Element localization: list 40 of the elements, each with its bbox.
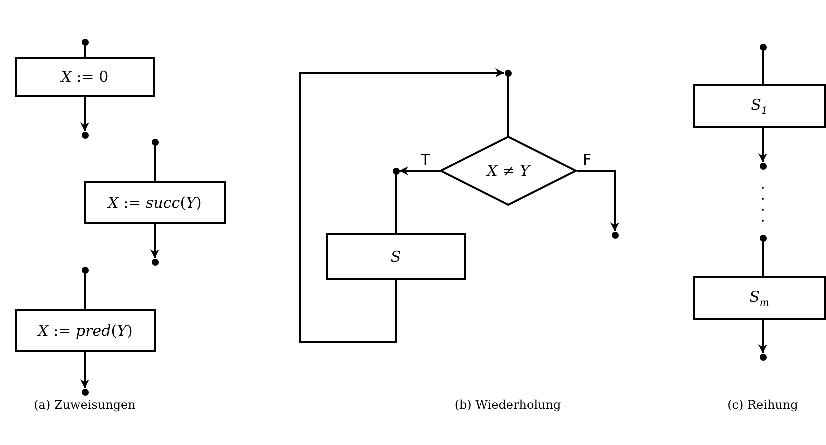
statement-text: X := pred(Y) bbox=[38, 322, 133, 340]
process-box bbox=[326, 233, 466, 280]
process-box bbox=[15, 309, 156, 352]
statement-text: S$_{m}$ bbox=[750, 288, 770, 308]
subfigure-caption: (b) Wiederholung bbox=[454, 398, 562, 412]
process-box bbox=[15, 57, 155, 97]
connector-dot bbox=[82, 388, 88, 396]
connector-dot bbox=[760, 44, 766, 50]
statement-text: X := 0 bbox=[61, 68, 109, 86]
arrow bbox=[577, 170, 620, 232]
arrow bbox=[299, 68, 504, 343]
arrow bbox=[80, 97, 90, 132]
process-box bbox=[693, 276, 826, 320]
process-box bbox=[693, 84, 826, 128]
edge-label: F bbox=[582, 152, 593, 168]
decision-diamond bbox=[440, 136, 577, 206]
arrow bbox=[400, 166, 440, 176]
statement-text: X ≠ Y bbox=[487, 162, 530, 180]
connector-dot bbox=[760, 234, 766, 242]
statement-text: S bbox=[390, 248, 402, 266]
connector-dot bbox=[760, 162, 766, 170]
statement-text: S$_{1}$ bbox=[751, 96, 768, 116]
connector-dot bbox=[152, 138, 158, 146]
connector-dot bbox=[612, 232, 618, 238]
connector-dot bbox=[82, 38, 88, 46]
subfigure-caption: (c) Reihung bbox=[728, 398, 798, 412]
connector-dot bbox=[82, 132, 88, 138]
connector-dot bbox=[760, 354, 766, 360]
process-box bbox=[84, 181, 226, 224]
arrow bbox=[80, 352, 90, 388]
arrow bbox=[758, 320, 768, 354]
subfigure-caption: (a) Zuweisungen bbox=[34, 398, 136, 412]
connector-dot bbox=[392, 168, 400, 174]
arrow bbox=[150, 224, 160, 258]
edge-label: T bbox=[420, 152, 432, 168]
connector-dot bbox=[82, 266, 88, 274]
connector-dot bbox=[152, 258, 158, 266]
connector-dot bbox=[504, 70, 512, 76]
statement-text: X := succ(Y) bbox=[108, 194, 202, 212]
arrow bbox=[758, 128, 768, 162]
